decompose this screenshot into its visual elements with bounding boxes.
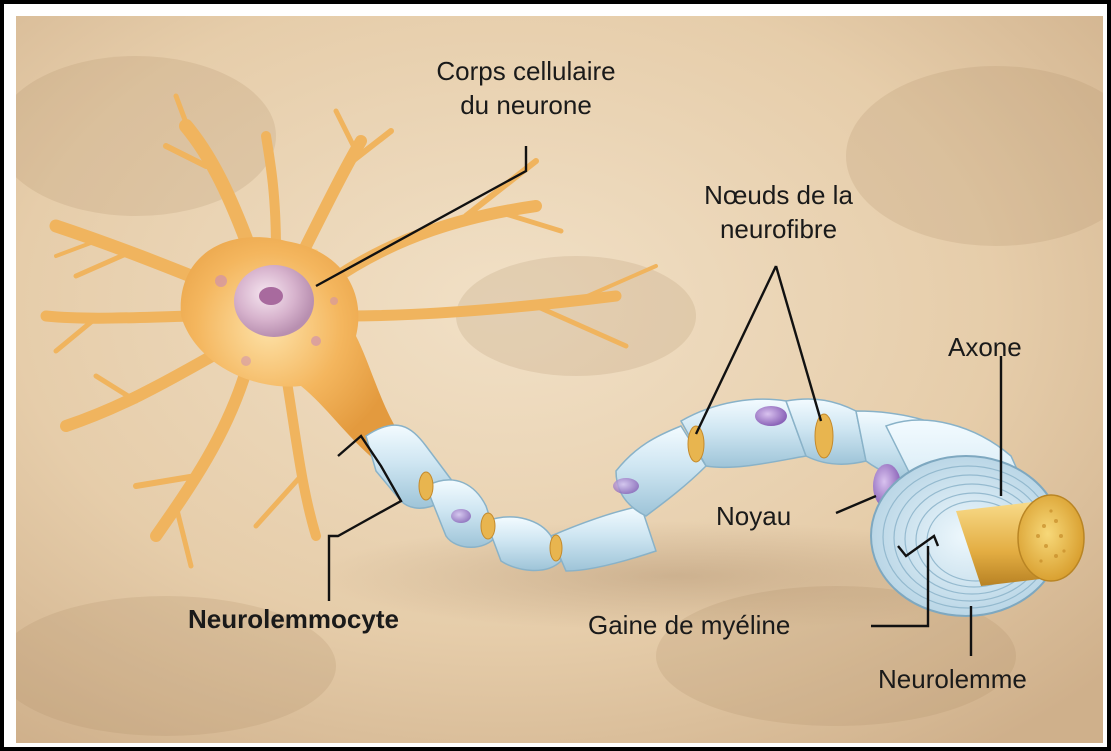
illustration-panel: Corps cellulaire du neurone Nœuds de la … — [16, 16, 1103, 743]
label-cell-body-line1: Corps cellulaire — [411, 54, 641, 88]
label-neurolemmocyte: Neurolemmocyte — [188, 602, 399, 636]
label-cell-body: Corps cellulaire du neurone — [411, 54, 641, 122]
label-neurilemma: Neurolemme — [878, 662, 1027, 696]
neuron-illustration — [16, 16, 1103, 743]
label-nucleus: Noyau — [716, 499, 791, 533]
label-nodes: Nœuds de la neurofibre — [671, 178, 886, 246]
label-nodes-line1: Nœuds de la — [671, 178, 886, 212]
nucleolus — [259, 287, 283, 305]
label-myelin-sheath: Gaine de myéline — [588, 608, 790, 642]
label-nodes-line2: neurofibre — [671, 212, 886, 246]
label-axon: Axone — [948, 330, 1022, 364]
label-cell-body-line2: du neurone — [411, 88, 641, 122]
